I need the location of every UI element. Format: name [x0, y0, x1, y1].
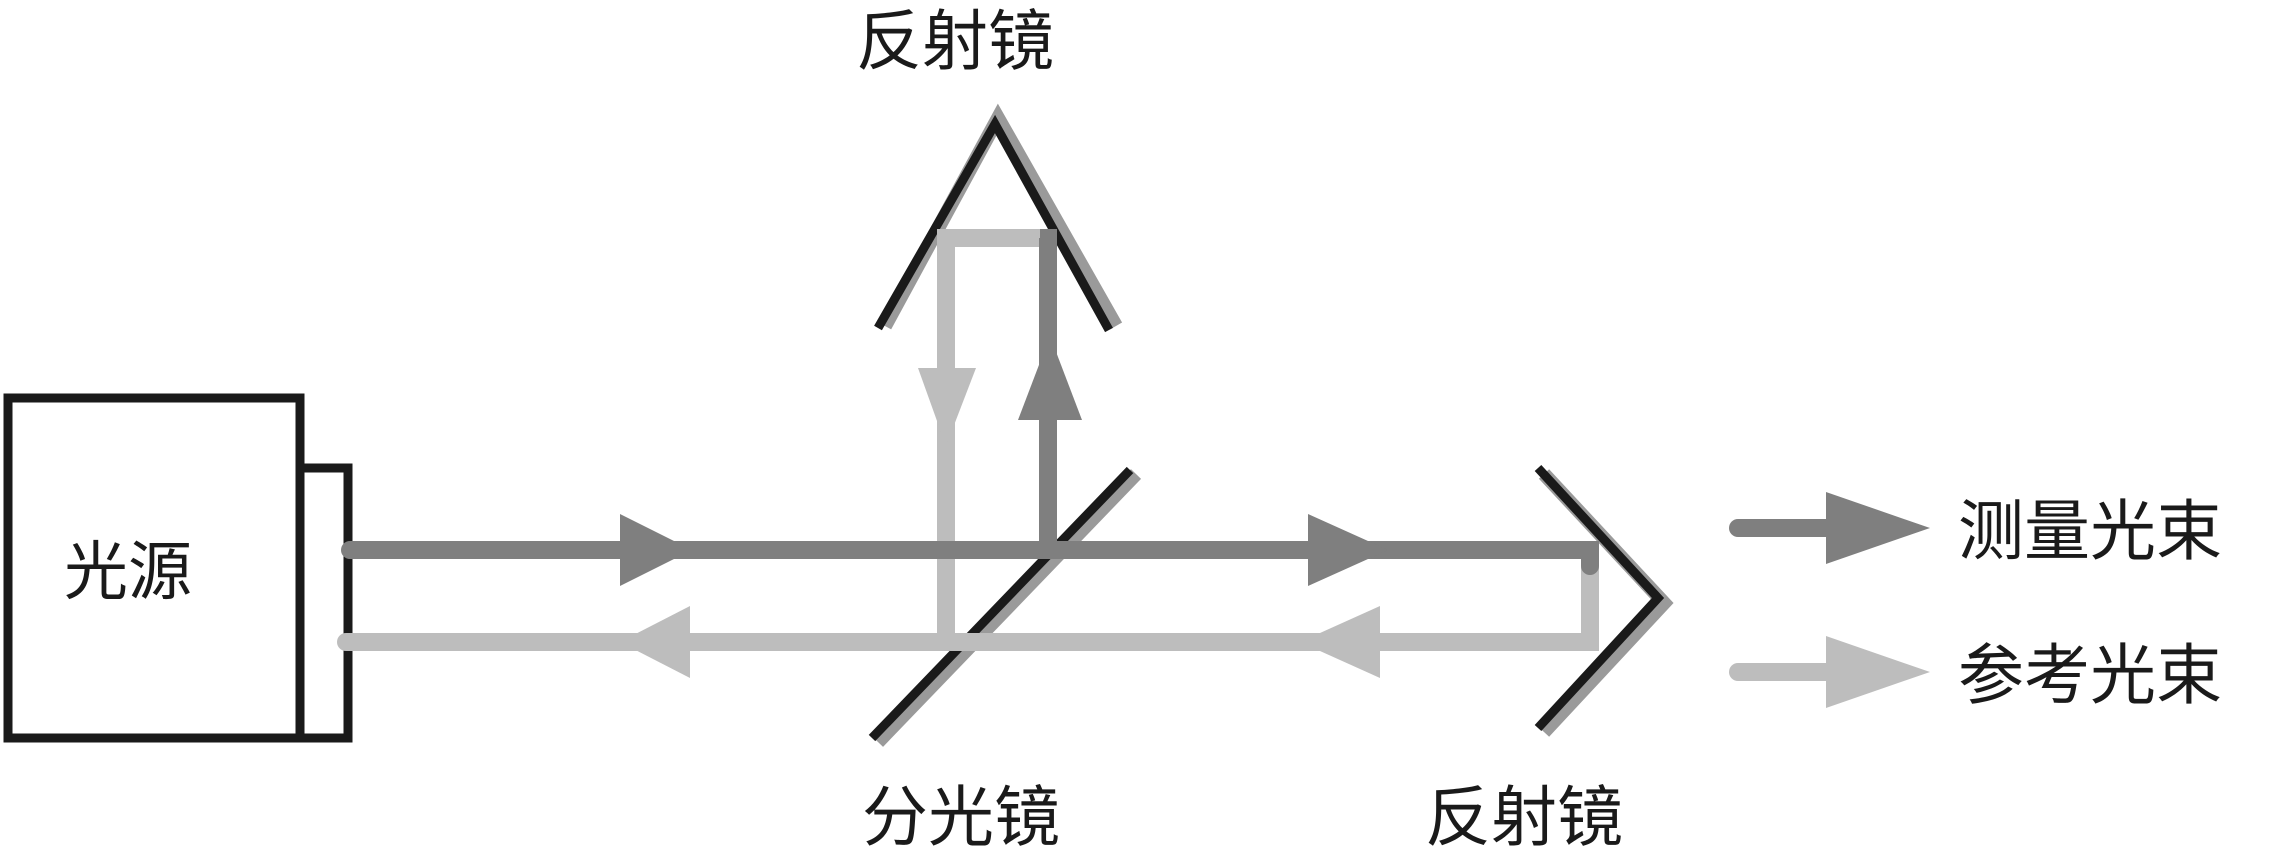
legend-measurement-label: 测量光束: [1958, 493, 2222, 570]
beam-splitter-label: 分光镜: [862, 779, 1060, 851]
right-mirror-label: 反射镜: [1425, 779, 1623, 851]
legend-reference-arrow: [1826, 636, 1930, 708]
legend: 测量光束 参考光束: [1729, 492, 2222, 714]
light-source-label: 光源: [64, 536, 192, 610]
reference-beam-path: [337, 557, 1599, 651]
reference-beam: [337, 229, 1599, 678]
light-source-aperture: [295, 463, 353, 743]
light-source-body: [3, 393, 305, 743]
beam-splitter: 分光镜: [862, 466, 1142, 851]
light-source: 光源: [3, 393, 353, 743]
measurement-arrow-right-1: [620, 514, 692, 586]
top-mirror: 反射镜: [856, 3, 1123, 333]
reference-arrow-left-2: [1300, 606, 1380, 678]
measurement-arrow-up: [1018, 336, 1082, 420]
reference-arrow-left-1: [620, 606, 690, 678]
reference-beam-vertical: [937, 229, 1048, 642]
measurement-beam-path: [341, 541, 1599, 575]
right-mirror: 反射镜: [1425, 464, 1674, 851]
legend-measurement: 测量光束: [1729, 492, 2222, 570]
legend-measurement-arrow: [1826, 492, 1930, 564]
reference-arrow-down: [918, 368, 976, 446]
top-mirror-label: 反射镜: [856, 3, 1054, 80]
measurement-beam: [341, 229, 1599, 586]
legend-reference-label: 参考光束: [1958, 637, 2222, 714]
measurement-beam-vertical: [1039, 229, 1057, 550]
legend-reference: 参考光束: [1729, 636, 2222, 714]
measurement-arrow-right-2: [1308, 514, 1388, 586]
